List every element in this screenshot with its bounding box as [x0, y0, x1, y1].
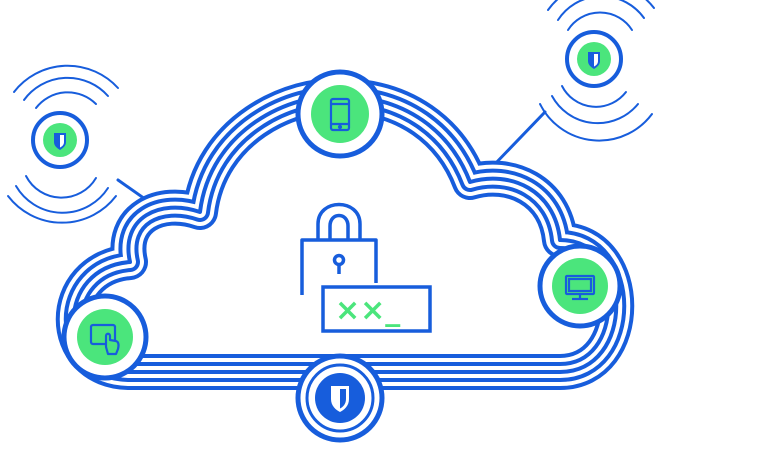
external-shield-node-left — [7, 64, 119, 224]
signal-waves — [539, 0, 655, 142]
smartphone-icon — [329, 97, 351, 132]
smartphone-node — [295, 69, 385, 159]
connector-line-right — [491, 110, 547, 168]
touch-tablet-icon — [89, 323, 120, 356]
padlock-icon — [300, 202, 378, 295]
shield-icon — [54, 133, 66, 150]
password-field-text: ××_ — [335, 293, 400, 328]
shield-icon — [588, 52, 600, 69]
shield-icon — [331, 386, 349, 412]
touch-tablet-node — [61, 293, 149, 381]
desktop-monitor-icon — [564, 274, 596, 301]
desktop-monitor-node — [537, 243, 623, 329]
signal-waves — [7, 64, 119, 224]
bitwarden-shield-node — [295, 353, 385, 443]
password-field: ××_ — [321, 285, 432, 333]
external-shield-node-right — [539, 0, 655, 142]
